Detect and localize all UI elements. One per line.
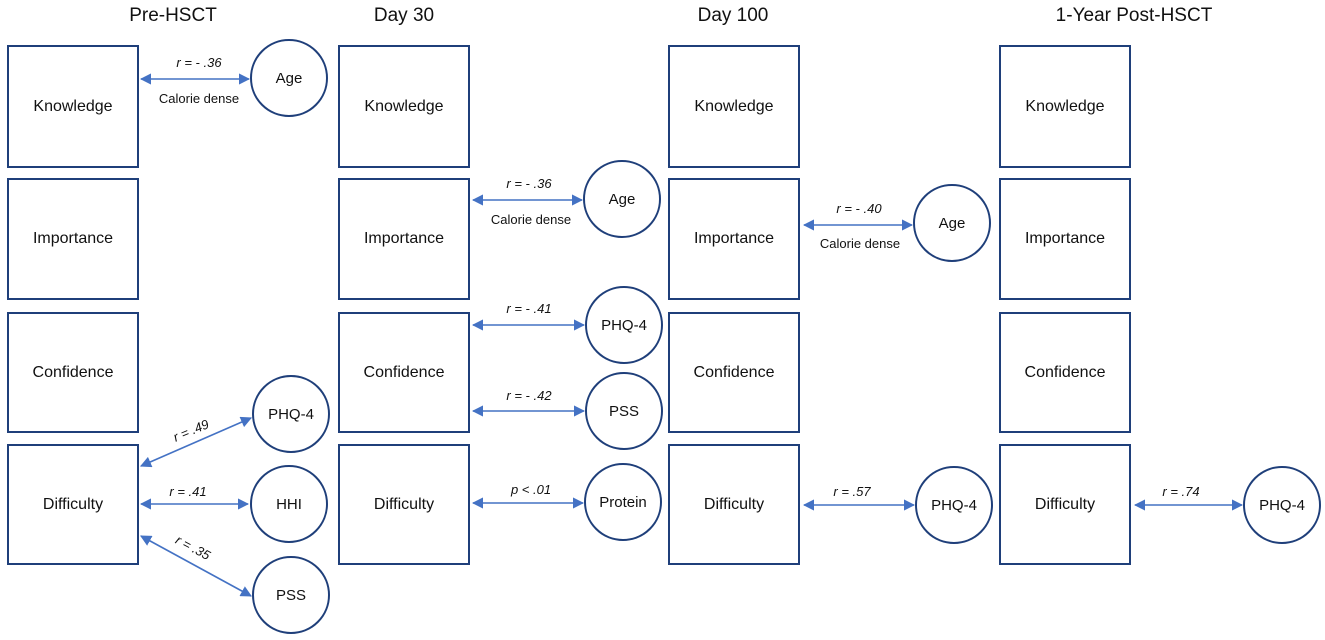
pre-hhi-circle: HHI — [250, 465, 328, 543]
y1-phq4-circle: PHQ-4 — [1243, 466, 1321, 544]
box-label: Knowledge — [1025, 97, 1105, 115]
assoc-d100-importance-age-sub: Calorie dense — [819, 236, 901, 251]
assoc-y1-difficulty-phq4: r = .74 — [1162, 484, 1200, 499]
box-label: Confidence — [32, 363, 114, 381]
box-label: Difficulty — [703, 495, 765, 513]
title-pre-hsct: Pre-HSCT — [129, 5, 217, 26]
box-label: Importance — [1024, 230, 1106, 247]
assoc-pre-knowledge-age-sub: Calorie dense — [158, 91, 240, 106]
pre-knowledge-box: Knowledge — [7, 45, 139, 168]
circle-label: PSS — [608, 402, 639, 420]
pre-age-circle: Age — [250, 39, 328, 117]
circle-label: PHQ-4 — [268, 405, 314, 423]
d30-knowledge-box: Knowledge — [338, 45, 470, 168]
y1-confidence-box: Confidence — [999, 312, 1131, 433]
assoc-d100-difficulty-phq4: r = .57 — [833, 484, 871, 499]
y1-knowledge-box: Knowledge — [999, 45, 1131, 168]
box-label: Difficulty — [373, 495, 435, 513]
circle-label: PSS — [275, 586, 306, 604]
circle-label: PHQ-4 — [601, 316, 647, 334]
title-day-30: Day 30 — [373, 5, 435, 26]
d100-importance-box: Importance — [668, 178, 800, 300]
assoc-d30-confidence-pss: r = - .42 — [506, 388, 552, 403]
circle-label: Age — [275, 69, 303, 87]
circle-label: Age — [608, 190, 636, 208]
d30-pss-circle: PSS — [585, 372, 663, 450]
box-label: Importance — [32, 230, 114, 247]
d30-age-circle: Age — [583, 160, 661, 238]
d30-protein-circle: Protein — [584, 463, 662, 541]
box-label: Difficulty — [1034, 495, 1096, 513]
assoc-d30-difficulty-protein: p < .01 — [510, 482, 552, 497]
title-1-year-post-hsct: 1-Year Post-HSCT — [1055, 5, 1213, 26]
d30-importance-box: Importance — [338, 178, 470, 300]
box-label: Confidence — [363, 363, 445, 381]
assoc-d30-importance-age-sub: Calorie dense — [490, 212, 572, 227]
title-day-100: Day 100 — [697, 5, 769, 26]
circle-label: PHQ-4 — [931, 496, 977, 514]
pre-confidence-box: Confidence — [7, 312, 139, 433]
d100-knowledge-box: Knowledge — [668, 45, 800, 168]
d100-age-circle: Age — [913, 184, 991, 262]
assoc-pre-difficulty-hhi: r = .41 — [169, 484, 207, 499]
box-label: Knowledge — [33, 97, 113, 115]
d100-difficulty-box: Difficulty — [668, 444, 800, 565]
circle-label: Protein — [599, 493, 647, 511]
circle-label: PHQ-4 — [1259, 496, 1305, 514]
box-label: Importance — [363, 230, 445, 247]
arrow-pre-difficulty-phq4 — [139, 416, 253, 468]
assoc-d30-importance-age: r = - .36 — [506, 176, 552, 191]
d30-phq4-circle: PHQ-4 — [585, 286, 663, 364]
pre-pss-circle: PSS — [252, 556, 330, 634]
pre-difficulty-box: Difficulty — [7, 444, 139, 565]
box-label: Knowledge — [364, 97, 444, 115]
pre-phq4-circle: PHQ-4 — [252, 375, 330, 453]
box-label: Difficulty — [42, 495, 104, 513]
assoc-d30-confidence-phq4: r = - .41 — [506, 301, 552, 316]
circle-label: Age — [938, 214, 966, 232]
arrow-pre-difficulty-pss — [140, 535, 252, 597]
d100-confidence-box: Confidence — [668, 312, 800, 433]
d30-confidence-box: Confidence — [338, 312, 470, 433]
assoc-d100-importance-age: r = - .40 — [836, 201, 882, 216]
y1-importance-box: Importance — [999, 178, 1131, 300]
box-label: Knowledge — [694, 97, 774, 115]
pre-importance-box: Importance — [7, 178, 139, 300]
d100-phq4-circle: PHQ-4 — [915, 466, 993, 544]
y1-difficulty-box: Difficulty — [999, 444, 1131, 565]
d30-difficulty-box: Difficulty — [338, 444, 470, 565]
box-label: Confidence — [1024, 363, 1106, 381]
box-label: Confidence — [693, 363, 775, 381]
assoc-pre-knowledge-age: r = - .36 — [176, 55, 222, 70]
circle-label: HHI — [276, 495, 302, 513]
box-label: Importance — [693, 230, 775, 247]
